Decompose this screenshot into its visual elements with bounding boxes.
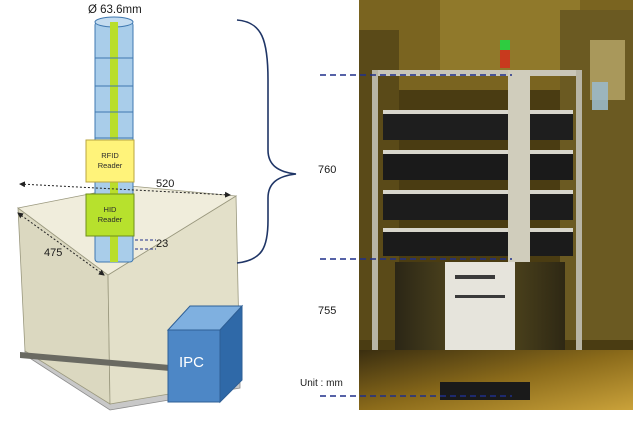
hid-reader-label: HID Reader xyxy=(86,205,134,225)
cart-wheel-base xyxy=(440,382,530,400)
upper-height-label: 760 xyxy=(318,164,337,176)
offset-dimension-label: 23 xyxy=(156,238,169,250)
cart-photo xyxy=(359,0,633,410)
depth-dimension-label: 475 xyxy=(44,247,63,259)
ipc-box xyxy=(166,304,244,404)
rfid-reader-label-text: RFID Reader xyxy=(97,151,123,170)
height-brace xyxy=(236,19,297,264)
stack-light-red xyxy=(500,50,510,68)
rfid-reader-box xyxy=(85,139,135,183)
width-dimension-line xyxy=(19,181,231,198)
lower-height-label: 755 xyxy=(318,305,337,317)
diameter-label: Ø 63.6mm xyxy=(88,4,142,16)
tray-stack xyxy=(383,110,573,256)
frame-top-rail xyxy=(372,70,582,76)
stack-light-green xyxy=(500,40,510,50)
rfid-reader-label: RFID Reader xyxy=(86,151,134,171)
depth-dimension-line xyxy=(17,212,105,276)
central-spine xyxy=(508,70,530,270)
cart-handle-bar xyxy=(20,352,170,371)
unit-label: Unit : mm xyxy=(300,378,343,389)
ipc-label: IPC xyxy=(179,354,205,371)
hid-reader-label-text: HID Reader xyxy=(97,205,123,224)
width-dimension-label: 520 xyxy=(156,178,175,190)
